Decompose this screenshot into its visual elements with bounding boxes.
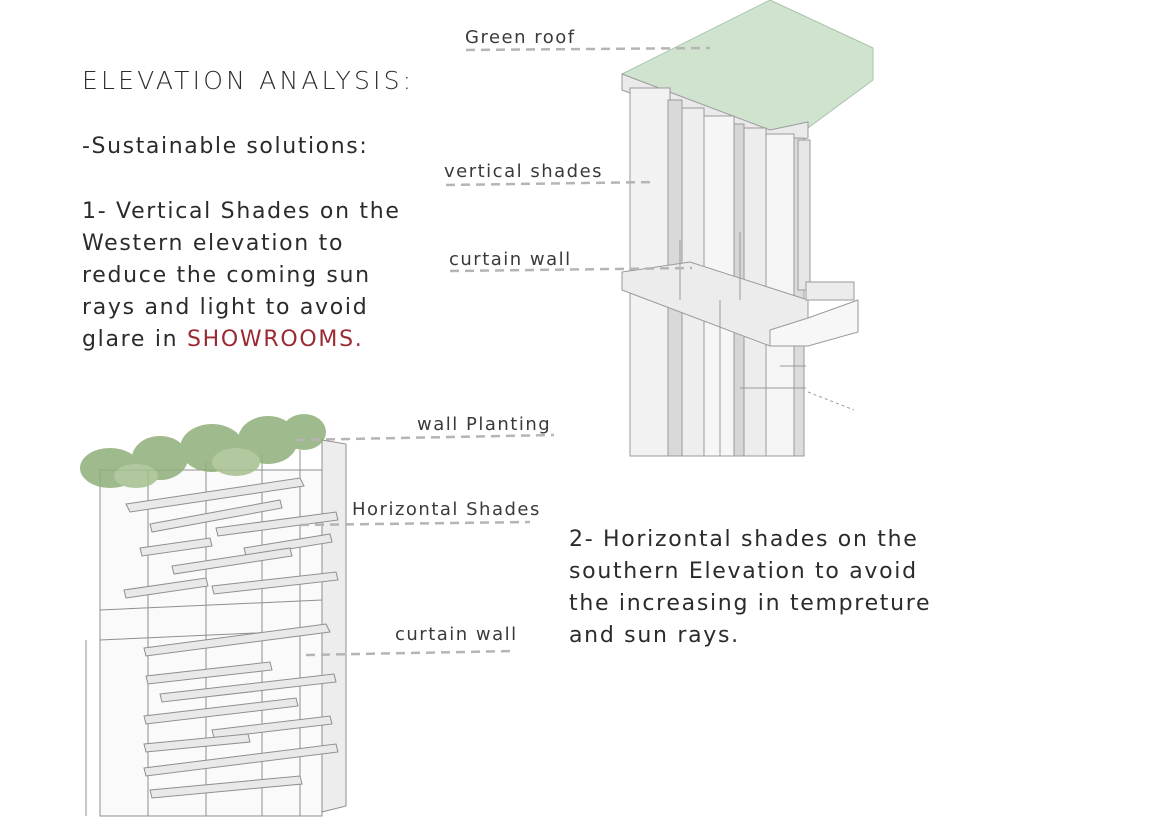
wall-planting-foliage	[80, 414, 326, 488]
description-text: glare in	[82, 327, 187, 352]
description-period: .	[354, 327, 364, 352]
label-green-roof: Green roof	[465, 27, 576, 48]
description-line: reduce the coming sun	[82, 263, 371, 288]
description-line: Western elevation to	[82, 231, 345, 256]
horizontal-shades-description: 2- Horizontal shades on the southern Ele…	[569, 524, 932, 652]
vertical-shades-facade	[621, 0, 874, 457]
label-curtain-wall-top: curtain wall	[449, 249, 572, 270]
label-curtain-wall-bottom: curtain wall	[395, 624, 518, 645]
description-line: and sun rays.	[569, 623, 740, 648]
horizontal-shades-facade	[85, 439, 347, 817]
description-line: southern Elevation to avoid	[569, 559, 918, 584]
description-line: 1- Vertical Shades on the	[82, 199, 401, 224]
label-horizontal-shades: Horizontal Shades	[352, 499, 541, 520]
description-line: 2- Horizontal shades on the	[569, 527, 919, 552]
leader-lines	[295, 46, 711, 657]
label-wall-planting: wall Planting	[417, 414, 552, 435]
description-line: rays and light to avoid	[82, 295, 369, 320]
label-vertical-shades: vertical shades	[444, 161, 604, 182]
vertical-shades-description: 1- Vertical Shades on the Western elevat…	[82, 196, 412, 356]
page-title: ELEVATION ANALYSIS:	[82, 66, 415, 95]
description-last-line: glare in SHOWROOMS.	[82, 324, 412, 356]
showrooms-highlight: SHOWROOMS	[187, 327, 355, 352]
page-subtitle: -Sustainable solutions:	[82, 134, 369, 159]
description-line: the increasing in tempreture	[569, 591, 932, 616]
